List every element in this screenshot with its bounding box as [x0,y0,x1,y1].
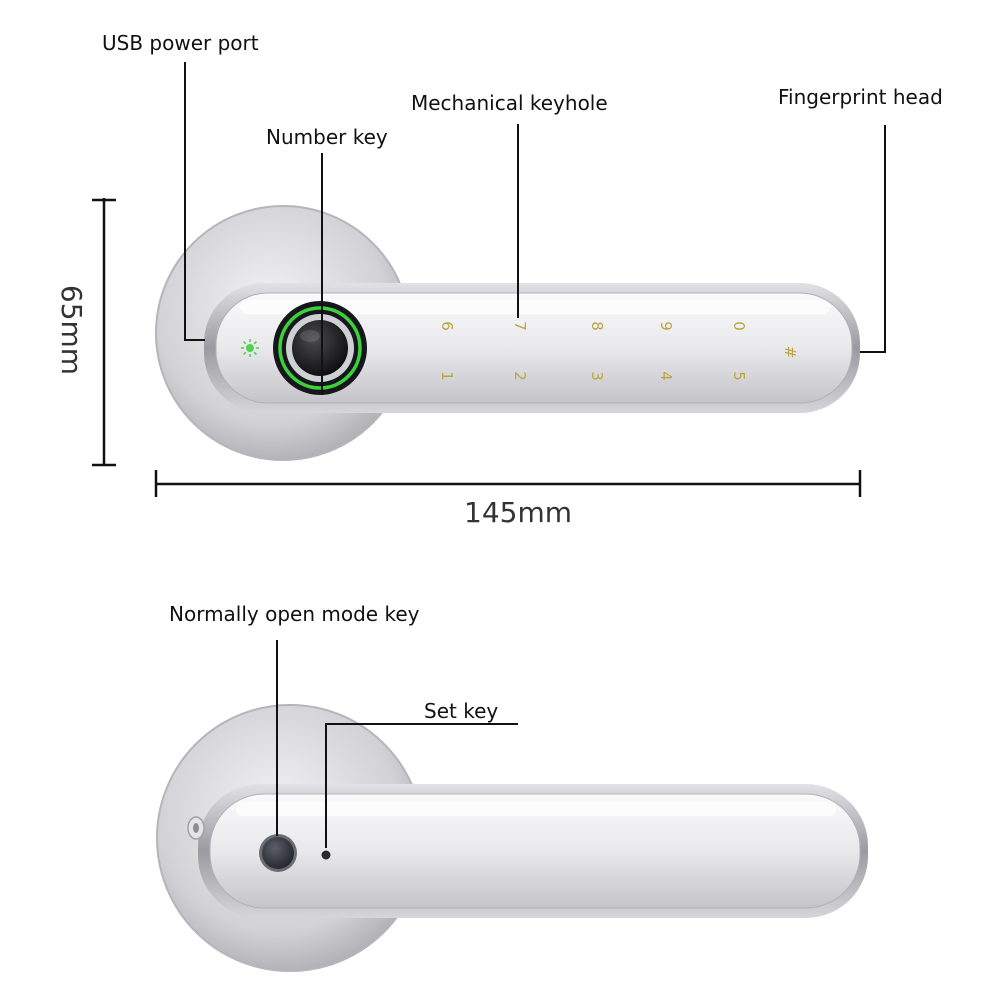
height-dimension-label: 65mm [55,285,88,375]
rear-lever-highlight [236,802,836,816]
bottom-leader-lines [276,640,518,848]
rear-lever-body [209,793,861,909]
height-dimension: 65mm [55,198,116,467]
key-0[interactable]: 0 [730,321,748,331]
rear-view [156,704,868,972]
front-lever-highlight [240,300,830,314]
fingerprint-head-label: Fingerprint head [778,85,943,109]
key-3[interactable]: 3 [588,371,606,381]
normally-open-mode-key-label: Normally open mode key [169,602,420,626]
keypad: 6 7 8 9 0 1 2 3 4 5 # [438,321,799,381]
top-leader-lines [184,62,886,395]
key-5[interactable]: 5 [730,371,748,381]
usb-leader [184,62,205,341]
screw-icon [187,816,205,840]
key-9[interactable]: 9 [657,321,675,331]
front-view: 6 7 8 9 0 1 2 3 4 5 # [155,205,860,461]
key-8[interactable]: 8 [588,321,606,331]
front-lever-body [215,292,853,404]
mechanical-keyhole-label: Mechanical keyhole [411,91,608,115]
width-dimension: 145mm [154,470,862,529]
pinhole-icon[interactable] [321,850,331,860]
key-4[interactable]: 4 [657,371,675,381]
fingerprint-sensor-icon[interactable] [273,301,367,395]
key-7[interactable]: 7 [511,321,529,331]
key-2[interactable]: 2 [511,371,529,381]
set-key-leader [325,723,518,848]
usb-power-port-label: USB power port [102,31,259,55]
sun-icon [241,339,259,357]
key-1[interactable]: 1 [438,371,456,381]
number-key-label: Number key [266,125,388,149]
round-button-icon[interactable] [259,834,297,872]
key-6[interactable]: 6 [438,321,456,331]
width-dimension-label: 145mm [464,496,572,529]
key-hash[interactable]: # [781,346,799,359]
fingerprint-head-leader [860,125,886,353]
set-key-label: Set key [424,699,498,723]
